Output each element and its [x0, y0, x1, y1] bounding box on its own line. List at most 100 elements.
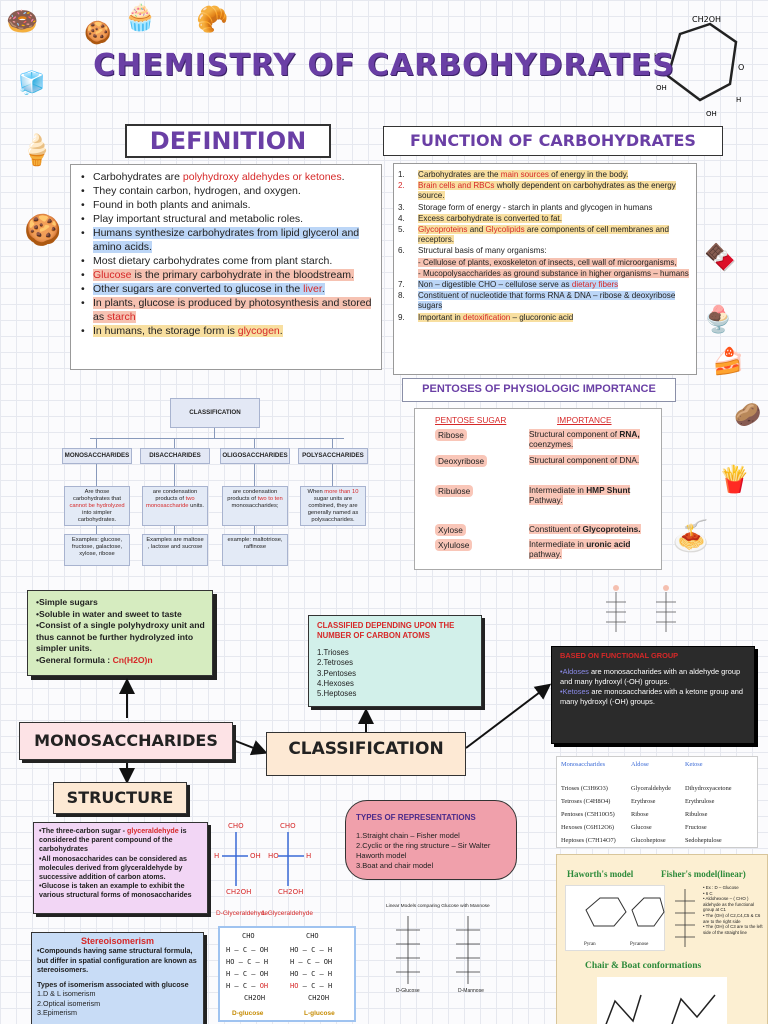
function-text: - Mucopolysaccharides as ground substanc… [418, 268, 689, 278]
croissant-icon: 🥐 [196, 4, 229, 34]
function-text: Excess carbohydrate is converted to fat. [418, 213, 562, 223]
table-cell: Ribose [631, 811, 649, 818]
definition-keyword: polyhydroxy aldehydes or ketones [182, 171, 342, 183]
pentose-importance: Structural component of DNA. [529, 455, 657, 465]
function-text: Important in detoxification – glucoronic… [418, 312, 574, 322]
tree-node-examples: Examples: glucose, fructose, galactose, … [64, 534, 130, 566]
definition-text: Found in both plants and animals. [93, 199, 251, 212]
definition-text: . [341, 171, 345, 183]
fisher-model-notes: • Ex : D – Glucose• 6 C• Aldohexose – ( … [703, 885, 765, 935]
svg-text:HO – C – H: HO – C – H [226, 958, 268, 966]
muffin-icon: 🧁 [124, 2, 157, 32]
function-text: Constituent of nucleotide that forms RNA… [418, 291, 676, 311]
structure-label: STRUCTURE [53, 782, 187, 814]
definition-text: Most dietary carbohydrates come from pla… [93, 255, 332, 267]
svg-text:H – C – OH: H – C – OH [226, 946, 268, 954]
function-number: 9. [398, 312, 405, 322]
function-body: Carbohydrates are the main sources of en… [418, 170, 629, 180]
definition-text: Carbohydrates are polyhydroxy aldehydes … [93, 171, 345, 183]
function-keyword: detoxification [463, 312, 511, 322]
svg-text:H – C – OH: H – C – OH [290, 958, 332, 966]
table-header: Ketose [685, 761, 703, 768]
svg-text:OH: OH [656, 84, 667, 92]
definition-text: is the primary carbohydrate in the blood… [131, 269, 354, 282]
glyceraldehyde-term: glyceraldehyde [127, 827, 179, 835]
definition-text: Other sugars are converted to glucose in… [93, 283, 304, 296]
simple-sugars-line: •Consist of a single polyhydroxy unit an… [36, 620, 205, 654]
definition-keyword: glycogen [237, 325, 280, 338]
isomerism-type: 2.Optical isomerism [37, 998, 101, 1008]
definition-item: Glucose is the primary carbohydrate in t… [81, 269, 375, 283]
carbon-item: 5.Heptoses [317, 689, 357, 699]
definition-list: Carbohydrates are polyhydroxy aldehydes … [81, 171, 375, 339]
table-cell: Glyceraldehyde [631, 785, 671, 792]
function-number: 4. [398, 213, 405, 223]
function-text: Carbohydrates are the [418, 170, 501, 179]
function-text: Glycoproteins and Glycolipids are compon… [418, 225, 670, 245]
svg-text:OH: OH [250, 852, 261, 860]
tree-root: CLASSIFICATION [170, 398, 260, 428]
function-item: - Cellulose of plants, exoskeleton of in… [398, 257, 690, 268]
pentose-importance-text: Structural component of RNA, coenzymes. [529, 429, 640, 449]
svg-text:OH: OH [706, 110, 717, 118]
svg-text:CH2OH: CH2OH [226, 888, 251, 896]
tree-description-keyword: two to ten [257, 496, 283, 502]
model-note: • 6 C [703, 890, 713, 896]
function-item: 6.Structural basis of many organisms: [398, 246, 690, 256]
cookie-icon: 🍪 [24, 214, 62, 247]
ketoses-term: •Ketoses [560, 687, 590, 696]
pentose-importance-text: Structural component of DNA. [529, 455, 640, 465]
function-text: Important in [418, 312, 463, 322]
svg-text:H – C – OH: H – C – OH [226, 970, 268, 978]
definition-item: Other sugars are converted to glucose in… [81, 283, 375, 297]
pentose-importance-text: Pathway. [529, 495, 563, 505]
stereoisomerism-box: Stereoisomerism •Compounds having same s… [31, 932, 204, 1024]
function-text: – glucoronic acid [510, 312, 574, 322]
function-body: Glycoproteins and Glycolipids are compon… [418, 225, 690, 245]
tree-description-text: units. [188, 503, 204, 509]
functional-group-header: BASED ON FUNCTIONAL GROUP [560, 651, 679, 660]
pentose-importance-text: coenzymes. [529, 439, 574, 449]
function-text: Excess carbohydrate is converted to fat. [418, 213, 562, 223]
function-item: 9. Important in detoxification – glucoron… [398, 312, 690, 323]
function-text: Non – digestible CHO – cellulose serve a… [418, 280, 572, 290]
simple-sugars-box: •Simple sugars •Soluble in water and swe… [27, 590, 213, 676]
function-text: Structural basis of many organisms: [418, 246, 547, 255]
function-text: Storage form of energy - starch in plant… [418, 203, 652, 212]
haworth-model-title: Haworth's model [567, 869, 634, 879]
function-text: Carbohydrates are the main sources of en… [418, 170, 629, 179]
tree-description-keyword: two monosaccharide [145, 496, 195, 509]
pentose-importance-text: pathway. [529, 549, 562, 559]
tree-node: POLYSACCHARIDES [298, 448, 368, 464]
function-text: Non – digestible CHO – cellulose serve a… [418, 280, 619, 290]
pentose-importance: Intermediate in uronic acid pathway. [529, 539, 657, 559]
definition-item: In humans, the storage form is glycogen. [81, 325, 375, 339]
pentose-importance: Constituent of Glycoproteins. [529, 524, 657, 534]
function-text: Constituent of nucleotide that forms RNA… [418, 291, 676, 311]
carbon-atoms-box: CLASSIFIED DEPENDING UPON THE NUMBER OF … [308, 615, 482, 707]
definition-text: Humans synthesize carbohydrates from lip… [93, 227, 360, 253]
definition-item: Carbohydrates are polyhydroxy aldehydes … [81, 171, 375, 185]
tree-node: OLIGOSACCHARIDES [220, 448, 290, 464]
chair-boat-diagram [605, 994, 716, 1024]
svg-text:HO – C – H: HO – C – H [290, 982, 332, 990]
structure-text: is considered the parent compound of the… [39, 827, 187, 854]
fisher-model-title: Fisher's model(linear) [661, 869, 746, 879]
cake-icon: 🍰 [712, 346, 745, 376]
table-cell: Dihydroxyacetone [685, 785, 732, 792]
definition-item: They contain carbon, hydrogen, and oxyge… [81, 185, 375, 199]
function-number: 5. [398, 225, 405, 235]
function-item: 2.Brain cells and RBCs wholly dependent … [398, 181, 690, 201]
isomerism-types-header: Types of isomerism associated with gluco… [37, 980, 189, 990]
tree-description-text: monosaccharides; [231, 503, 279, 509]
carbon-item: 3.Pentoses [317, 668, 357, 678]
tree-description-text: Are those carbohydrates that [72, 489, 121, 502]
chair-boat-title: Chair & Boat conformations [585, 961, 702, 971]
function-item: - Mucopolysaccharides as ground substanc… [398, 268, 690, 279]
function-number: 7. [398, 280, 405, 290]
function-number [398, 258, 418, 268]
definition-text: They contain carbon, hydrogen, and oxyge… [93, 185, 301, 197]
function-text: Structural basis of many organisms: [418, 246, 547, 256]
function-item: 8.Constituent of nucleotide that forms R… [398, 291, 690, 311]
